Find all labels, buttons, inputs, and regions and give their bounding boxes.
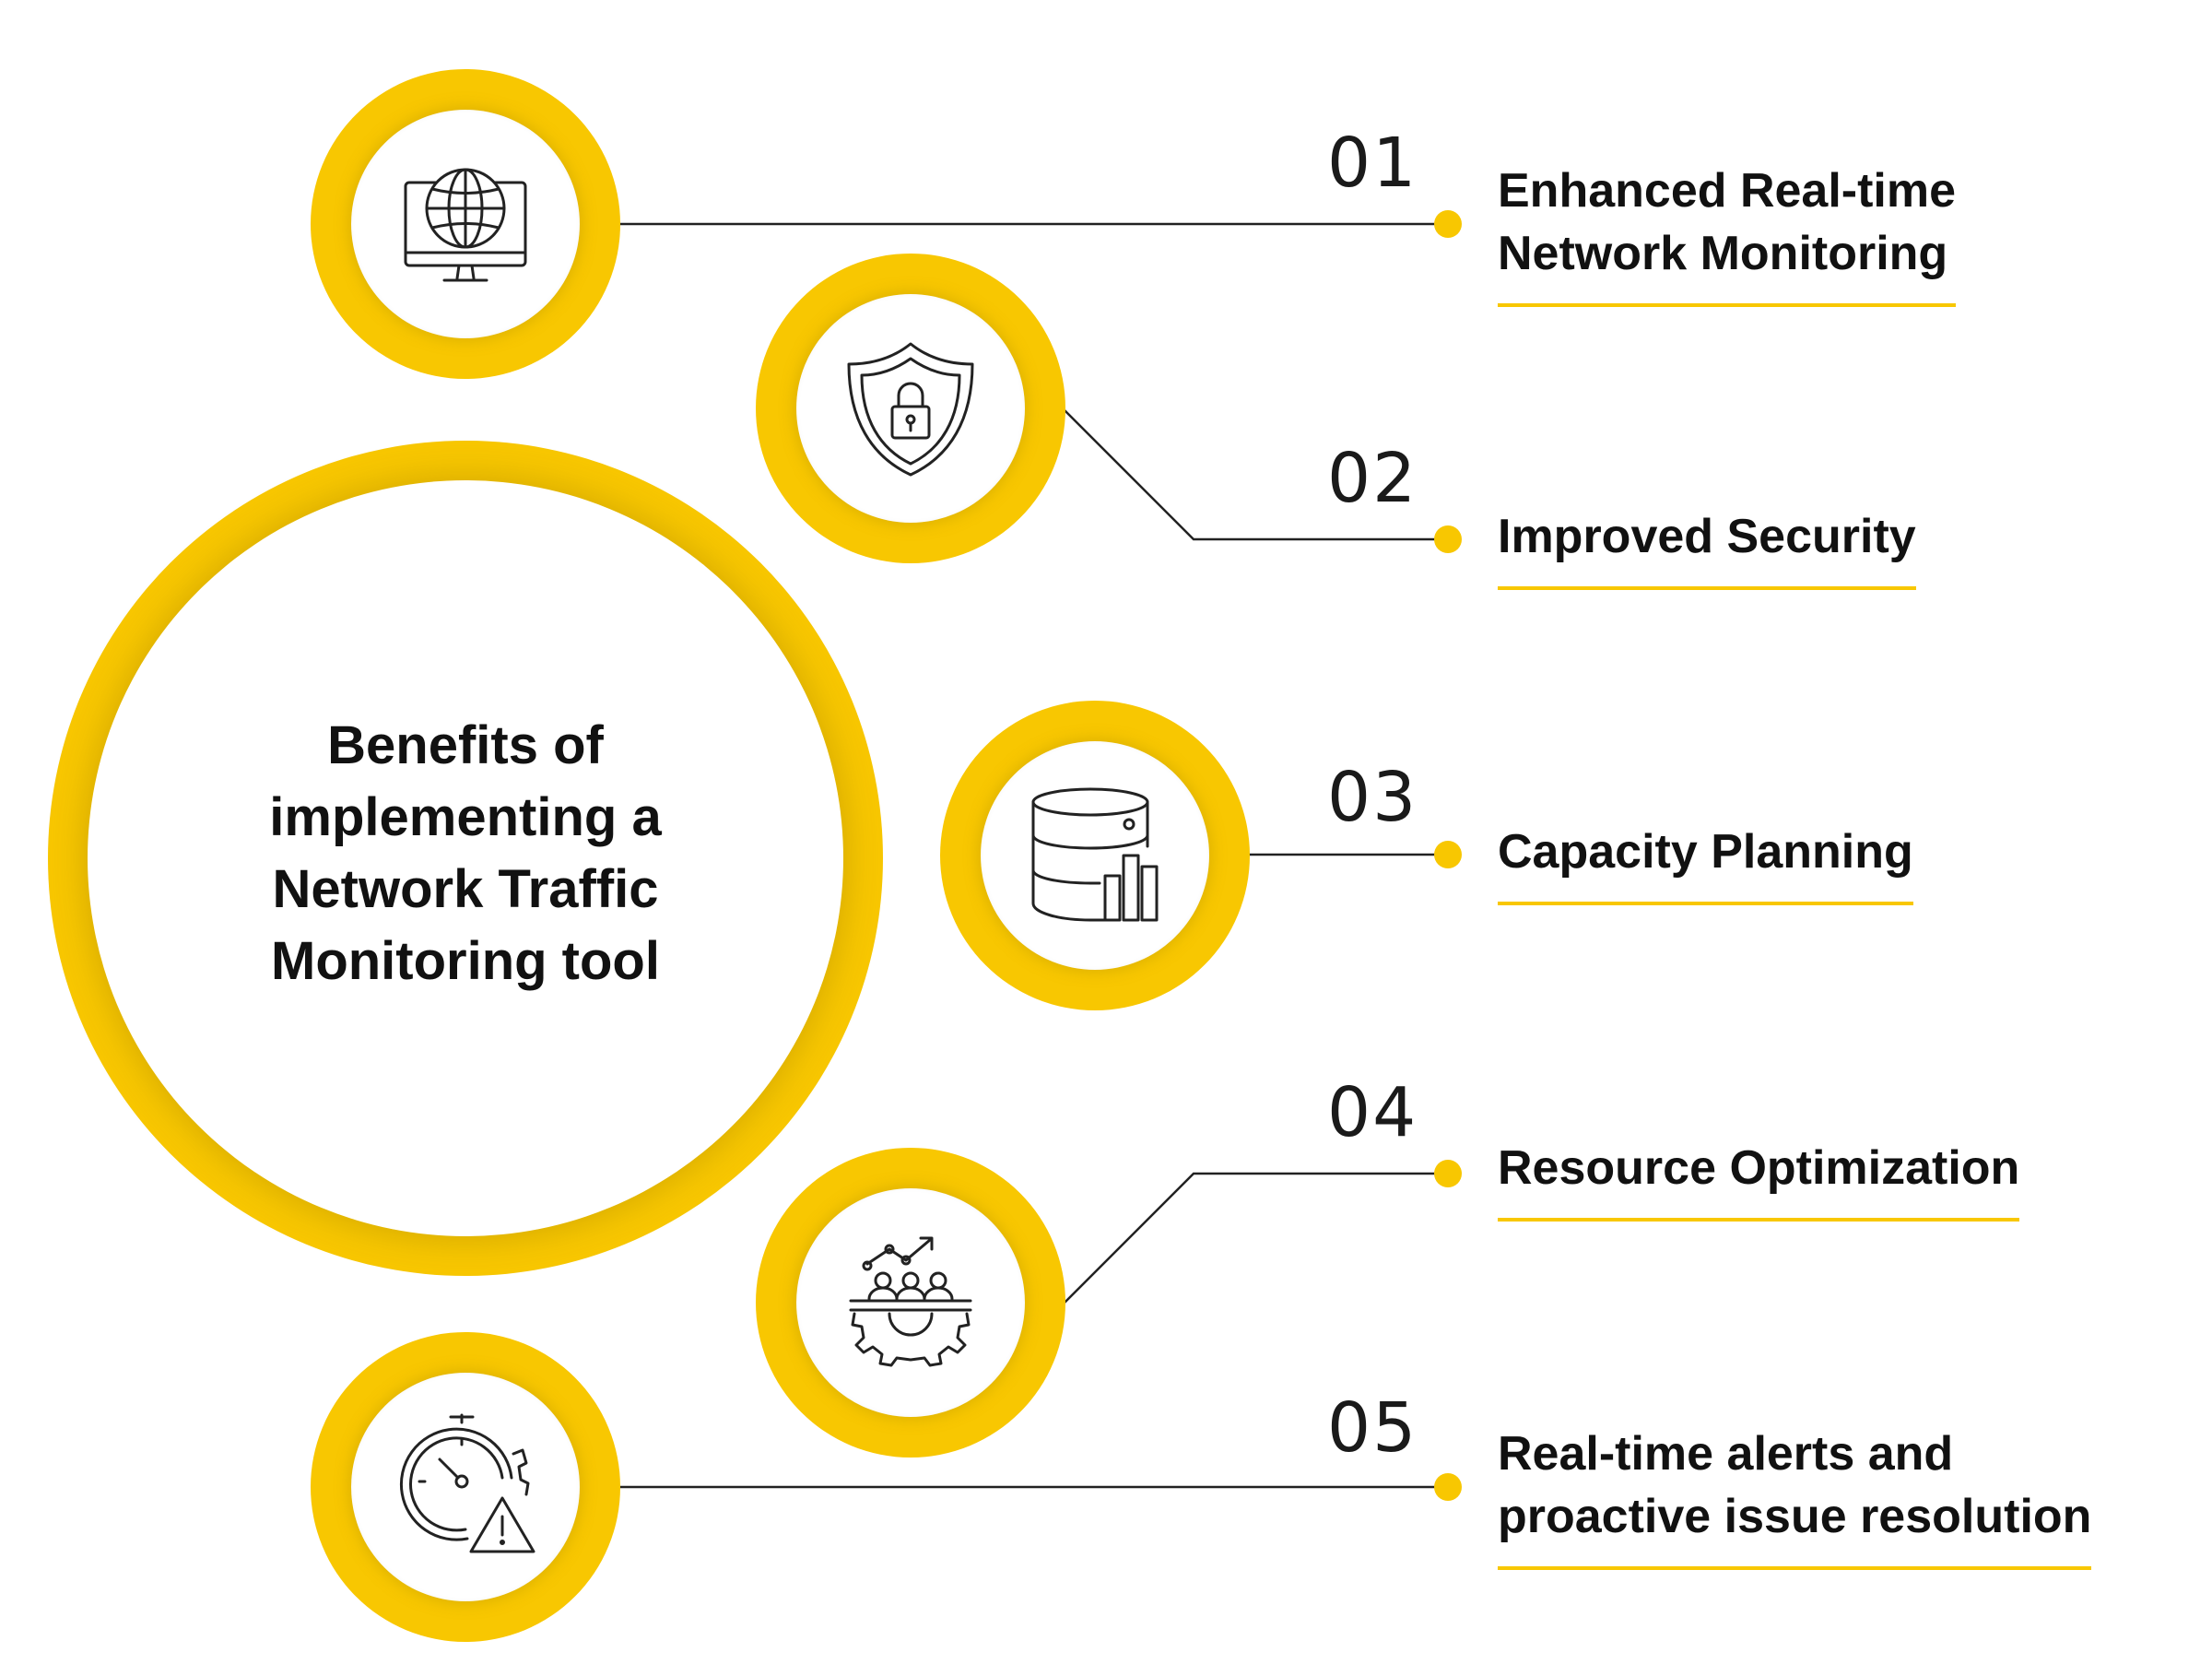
benefit-label-line: Network Monitoring <box>1498 227 1948 280</box>
benefit-label-line: Enhanced Real-time <box>1498 164 1957 218</box>
connector-04 <box>1064 1172 1438 1304</box>
title-line: Network Traffic <box>272 859 659 919</box>
benefit-ring-02 <box>756 254 1065 563</box>
globe-monitor-icon <box>404 168 527 282</box>
benefit-icon-circle-04 <box>796 1188 1025 1417</box>
center-circle <box>88 480 843 1236</box>
benefit-icon-circle-01 <box>351 110 580 338</box>
benefit-number-02: 02 <box>1327 439 1418 518</box>
benefit-dot-04 <box>1434 1160 1462 1187</box>
benefit-label-03: Capacity Planning <box>1498 820 1913 905</box>
center-ring <box>48 441 883 1276</box>
benefit-ring-04 <box>756 1148 1065 1458</box>
benefit-ring-05 <box>311 1332 620 1642</box>
benefit-label-01: Enhanced Real-time Network Monitoring <box>1498 159 1957 307</box>
title-line: implementing a <box>269 787 662 847</box>
benefit-dot-01 <box>1434 210 1462 238</box>
benefit-number-05: 05 <box>1327 1388 1418 1468</box>
benefit-ring-03 <box>940 701 1250 1010</box>
connector-02 <box>1064 409 1438 541</box>
clock-alert-icon <box>399 1413 535 1553</box>
benefit-label-line: Resource Optimization <box>1498 1141 2020 1195</box>
benefit-ring-01 <box>311 69 620 379</box>
benefit-label-line: proactive issue resolution <box>1498 1490 2092 1543</box>
team-gear-growth-icon <box>849 1236 972 1367</box>
benefit-number-03: 03 <box>1327 758 1418 837</box>
benefit-dot-02 <box>1434 525 1462 553</box>
benefit-label-05: Real-time alerts and proactive issue res… <box>1498 1422 2092 1570</box>
database-chart-icon <box>1031 787 1159 922</box>
benefit-icon-circle-03 <box>981 741 1209 970</box>
benefit-icon-circle-05 <box>351 1373 580 1601</box>
benefit-label-line: Real-time alerts and <box>1498 1427 1954 1481</box>
benefit-icon-circle-02 <box>796 294 1025 523</box>
benefit-number-01: 01 <box>1327 124 1418 203</box>
benefit-dot-03 <box>1434 841 1462 868</box>
benefit-label-02: Improved Security <box>1498 505 1916 590</box>
benefit-number-04: 04 <box>1327 1073 1418 1152</box>
benefit-label-04: Resource Optimization <box>1498 1137 2020 1222</box>
benefit-label-line: Improved Security <box>1498 510 1916 563</box>
title-line: Benefits of <box>327 715 604 775</box>
title-line: Monitoring tool <box>271 931 660 991</box>
benefit-label-line: Capacity Planning <box>1498 825 1913 879</box>
diagram-title: Benefits of implementing a Network Traff… <box>101 710 830 997</box>
shield-lock-icon <box>847 342 974 477</box>
benefit-dot-05 <box>1434 1473 1462 1501</box>
